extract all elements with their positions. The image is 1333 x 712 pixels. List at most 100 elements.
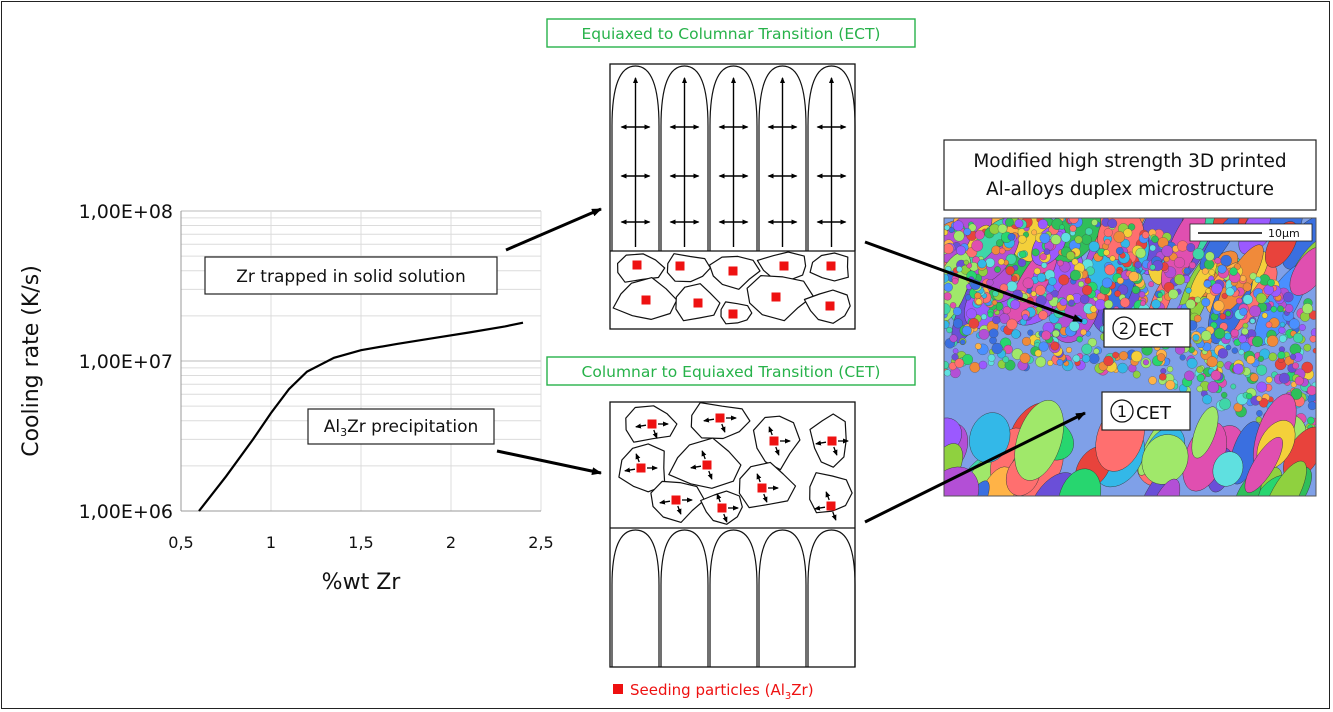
ebsd-grain xyxy=(1221,292,1228,299)
ebsd-grain xyxy=(987,354,996,362)
ebsd-grain xyxy=(956,245,966,256)
ebsd-grain xyxy=(1230,383,1237,390)
ebsd-grain xyxy=(1104,238,1111,246)
ebsd-grain xyxy=(1069,218,1079,224)
ebsd-grain xyxy=(1019,250,1027,259)
ebsd-grain xyxy=(1160,368,1167,374)
ebsd-grain xyxy=(1220,254,1232,267)
seeding-particle xyxy=(826,501,836,511)
seeding-legend-label: Seeding particles (Al3Zr) xyxy=(630,681,814,702)
ebsd-grain xyxy=(980,313,987,320)
ebsd-grain xyxy=(991,342,1003,354)
ect-title-box xyxy=(546,18,916,48)
ebsd-grain xyxy=(1241,327,1249,336)
seeding-particle xyxy=(757,483,767,493)
ect-schematic: Equiaxed to Columnar Transition (ECT) xyxy=(546,18,916,330)
ebsd-grain xyxy=(1194,296,1201,304)
ebsd-grain xyxy=(1107,218,1118,229)
ebsd-grain xyxy=(1293,332,1304,343)
ebsd-grain xyxy=(1076,336,1083,343)
ebsd-grain xyxy=(1173,257,1185,269)
ebsd-grain xyxy=(978,360,988,370)
series-line xyxy=(198,321,524,512)
ebsd-grain xyxy=(1002,356,1010,363)
ebsd-grain xyxy=(1151,299,1161,309)
growth-arrow xyxy=(676,505,682,515)
ebsd-grain xyxy=(1146,478,1181,496)
scale-bar-label: 10µm xyxy=(1268,227,1300,240)
seeding-particle xyxy=(728,309,738,319)
ebsd-grain xyxy=(1081,343,1093,355)
ebsd-grain xyxy=(1070,269,1081,281)
ebsd-grain xyxy=(1256,364,1268,376)
chart-grid xyxy=(180,210,542,512)
ebsd-grain xyxy=(1213,300,1225,312)
ebsd-grain xyxy=(1104,264,1116,276)
seeding-particle xyxy=(693,298,703,308)
ebsd-grain xyxy=(968,223,977,232)
ebsd-grain xyxy=(1306,385,1316,396)
ebsd-grain xyxy=(992,316,1001,325)
ect-title: Equiaxed to Columnar Transition (ECT) xyxy=(582,25,881,43)
columnar-grain xyxy=(660,529,709,667)
ebsd-grain xyxy=(1298,324,1306,331)
ebsd-grain xyxy=(1039,253,1047,261)
seeding-particle xyxy=(771,292,781,302)
ebsd-grain xyxy=(1230,329,1239,338)
ebsd-grain xyxy=(1279,334,1287,343)
ebsd-grain xyxy=(1265,321,1273,329)
growth-arrow xyxy=(690,464,702,470)
x-tick-label: 1,5 xyxy=(348,533,373,552)
ebsd-grain xyxy=(1207,381,1220,393)
equiaxed-grain xyxy=(666,253,711,283)
micrograph-title-line1: Modified high strength 3D printed xyxy=(973,151,1286,172)
ebsd-grain xyxy=(1239,307,1248,316)
ebsd-grain xyxy=(1033,267,1041,275)
ebsd-grain xyxy=(1031,229,1037,236)
ebsd-grain xyxy=(1080,294,1090,304)
ebsd-grain xyxy=(1224,332,1232,340)
ebsd-grain xyxy=(1168,289,1179,300)
growth-arrow xyxy=(768,426,774,436)
ebsd-grain xyxy=(1143,359,1149,366)
ebsd-grain xyxy=(1192,248,1205,260)
ebsd-grain xyxy=(1284,304,1294,313)
ebsd-grain xyxy=(1201,297,1211,307)
ebsd-grain xyxy=(1060,232,1071,243)
ebsd-grain xyxy=(956,266,963,273)
x-tick-label: 2,5 xyxy=(528,533,553,552)
ebsd-grain xyxy=(1249,272,1257,280)
ebsd-grain xyxy=(1174,274,1186,285)
ebsd-grain xyxy=(952,318,963,329)
cet-schematic: Columnar to Equiaxed Transition (CET) xyxy=(546,356,916,668)
ebsd-grain xyxy=(1151,235,1159,243)
ebsd-grain xyxy=(1058,468,1102,496)
columnar-grain xyxy=(611,529,660,667)
ebsd-grain xyxy=(953,230,965,242)
ebsd-grain xyxy=(986,279,994,287)
ebsd-grain xyxy=(1078,281,1085,288)
seeding-particle xyxy=(715,413,725,423)
growth-arrow xyxy=(707,470,713,480)
ebsd-grain xyxy=(1201,267,1209,275)
ebsd-grain xyxy=(1131,350,1143,363)
ebsd-grain xyxy=(1116,277,1124,285)
ebsd-grain xyxy=(1231,347,1239,354)
ebsd-grain xyxy=(1022,277,1034,289)
ebsd-grain xyxy=(1292,362,1299,370)
micrograph-title-line2: Al-alloys duplex microstructure xyxy=(986,179,1274,200)
seeding-particle xyxy=(826,261,836,271)
ebsd-grain xyxy=(944,369,951,377)
ebsd-grain xyxy=(969,362,981,373)
ebsd-grain xyxy=(1165,380,1176,390)
ebsd-grain xyxy=(1184,370,1195,381)
ebsd-grain xyxy=(1114,290,1121,297)
ebsd-grain xyxy=(1256,381,1268,393)
ebsd-grain xyxy=(1179,354,1186,361)
ebsd-grain xyxy=(978,328,990,340)
ebsd-grain xyxy=(1255,416,1262,423)
ebsd-grain xyxy=(1242,294,1253,305)
ebsd-grain xyxy=(1134,261,1142,269)
ebsd-grain xyxy=(944,282,953,292)
